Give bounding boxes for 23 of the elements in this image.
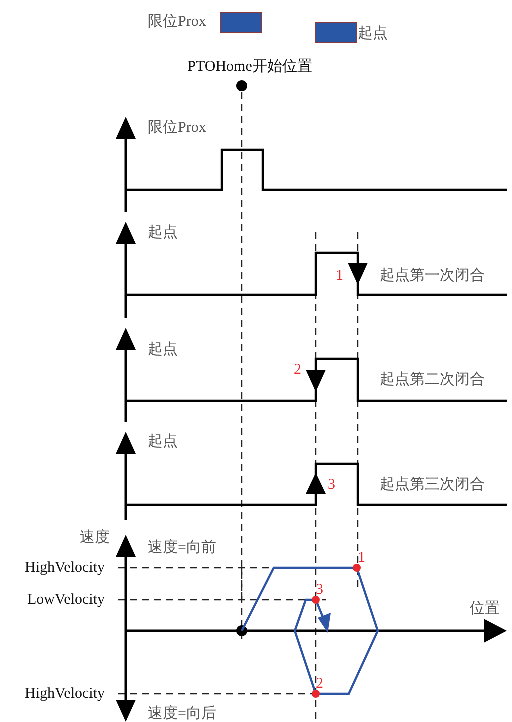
legend-text: 起点	[358, 26, 388, 42]
point-number: 2	[294, 362, 302, 378]
direction-label: 速度=向前	[148, 540, 216, 556]
event-label: 起点第一次闭合	[380, 268, 485, 284]
point-number: 3	[328, 477, 336, 493]
velocity-level-label: HighVelocity	[25, 560, 105, 576]
signal-label: 起点	[148, 342, 178, 358]
point-number: 1	[336, 268, 344, 284]
start-position-label: PTOHome开始位置	[188, 59, 312, 75]
event-label: 起点第三次闭合	[380, 477, 485, 493]
axis-label: 位置	[470, 601, 500, 617]
signal-label: 起点	[148, 225, 178, 241]
axis-label: 速度	[80, 530, 110, 546]
point-number: 3	[316, 582, 324, 598]
point-number: 1	[358, 550, 366, 566]
signal-label: 限位Prox	[148, 120, 206, 136]
legend-text: 限位Prox	[148, 14, 206, 30]
direction-label: 速度=向后	[148, 706, 216, 722]
event-label: 起点第二次闭合	[380, 372, 485, 388]
point-number: 2	[316, 676, 324, 692]
velocity-level-label: HighVelocity	[25, 686, 105, 702]
signal-label: 起点	[148, 434, 178, 450]
velocity-level-label: LowVelocity	[28, 592, 105, 608]
